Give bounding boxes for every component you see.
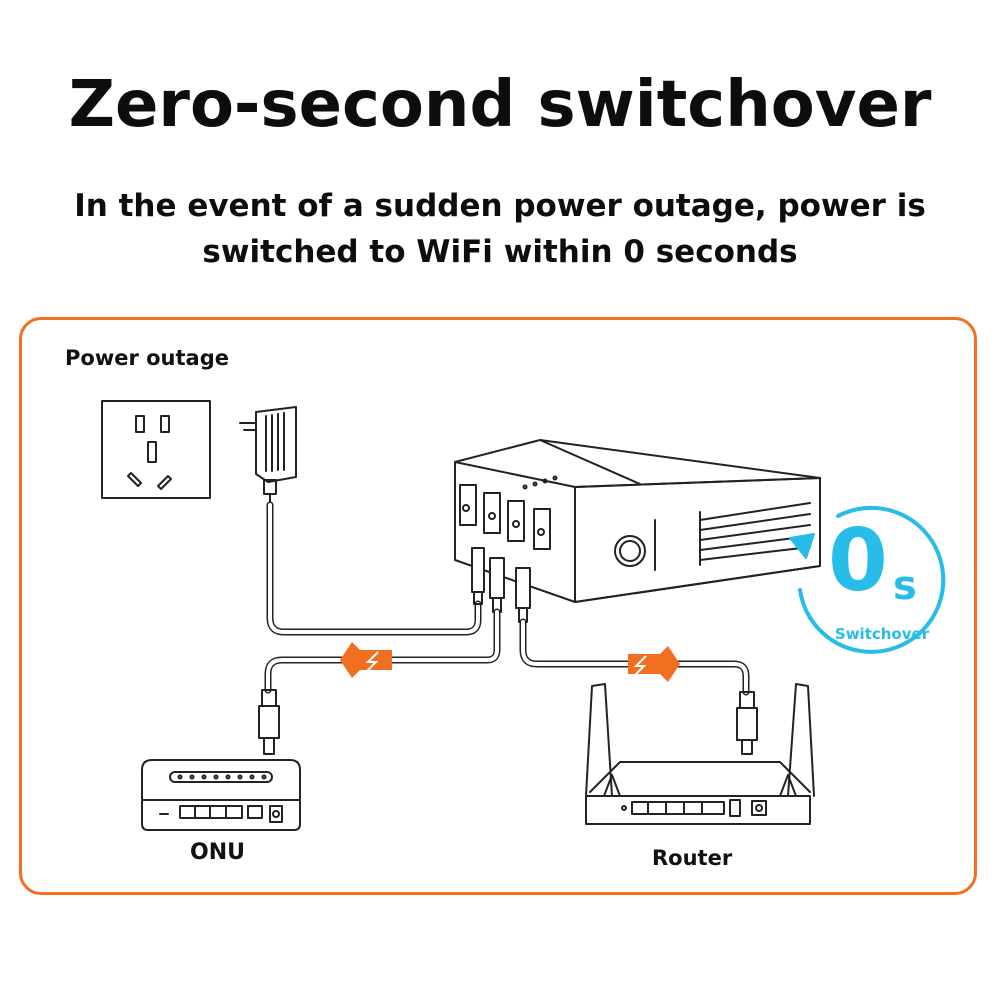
ups-output-plugs	[471, 547, 531, 623]
badge-unit: s	[893, 563, 917, 609]
power-adapter-icon	[239, 406, 297, 505]
page-subtitle: In the event of a sudden power outage, p…	[74, 188, 926, 270]
switchover-badge-ring	[789, 505, 946, 654]
onu-device-icon	[141, 759, 301, 831]
power-outage-label: Power outage	[65, 346, 229, 370]
badge-value: 0	[828, 511, 888, 611]
onu-label: ONU	[190, 840, 245, 865]
ups-device-icon	[454, 439, 821, 603]
router-label: Router	[652, 846, 733, 870]
router-device-icon	[585, 683, 815, 825]
lightning-arrow-icon	[628, 646, 680, 682]
page-title: Zero-second switchover	[68, 68, 932, 142]
diagram-frame	[19, 317, 977, 895]
badge-label: Switchover	[834, 625, 930, 643]
lightning-arrow-icon	[340, 642, 392, 678]
wall-outlet-icon	[101, 400, 211, 499]
